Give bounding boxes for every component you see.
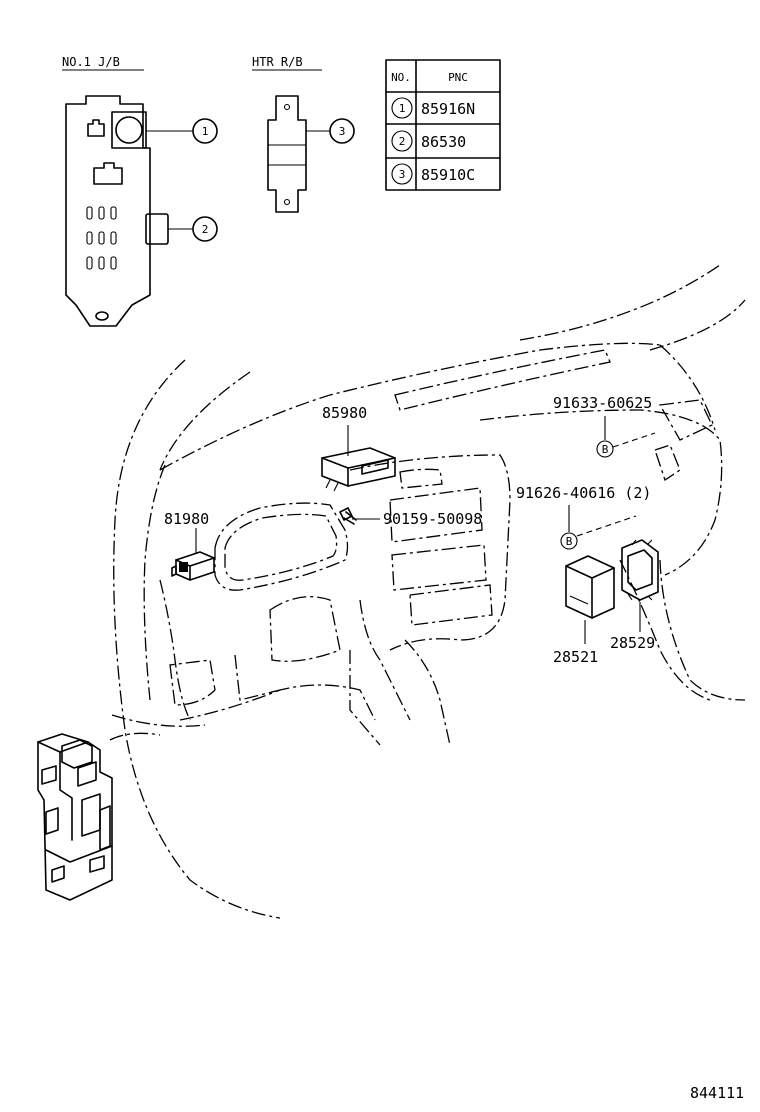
pnc-row-2-code: 86530 (421, 133, 466, 151)
junction-block-installed (37, 733, 113, 901)
hrb-header: HTR R/B (252, 55, 303, 69)
pnc-row-1-no: 1 (399, 102, 406, 115)
marker-b-lower (560, 532, 578, 550)
figure-number: 844111 (690, 1084, 744, 1102)
jb-relay-socket-1 (111, 111, 147, 149)
callout-3 (329, 118, 355, 144)
label-90159-50098: 90159-50098 (383, 510, 482, 528)
callout-2-number: 2 (202, 223, 209, 236)
part-85980-module (321, 425, 396, 492)
pnc-table: NO. PNC 1 85916N 2 86530 3 85910C (385, 59, 501, 191)
pnc-table-pnc-header: PNC (448, 71, 468, 84)
leader-b-upper (612, 432, 656, 448)
pnc-table-no-header: NO. (391, 71, 411, 84)
pnc-row-2-marker (391, 130, 413, 152)
pnc-row-3-no: 3 (399, 168, 406, 181)
jb-header: NO.1 J/B (62, 55, 120, 69)
pnc-row-1-code: 85916N (421, 100, 475, 118)
pnc-row-3-code: 85910C (421, 166, 475, 184)
label-28521: 28521 (553, 648, 598, 666)
callout-1 (192, 118, 218, 144)
junction-block-detail: NO.1 J/B 1 2 (62, 55, 218, 327)
part-81980-switch (171, 528, 215, 581)
dashboard-outline (109, 264, 746, 919)
heater-relay-block-detail: HTR R/B 3 (252, 55, 355, 213)
heater-relay-drawing (267, 95, 307, 213)
callout-3-number: 3 (339, 125, 346, 138)
pnc-row-1-marker (391, 97, 413, 119)
marker-b-lower-letter: B (566, 535, 573, 548)
label-91633-60625: 91633-60625 (553, 394, 652, 412)
part-90159-bolt (339, 507, 380, 525)
label-28529: 28529 (610, 634, 655, 652)
label-81980: 81980 (164, 510, 209, 528)
part-28529-bracket (621, 539, 659, 632)
marker-b-upper-letter: B (602, 443, 609, 456)
callout-2 (192, 216, 218, 242)
label-85980: 85980 (322, 404, 367, 422)
pnc-row-3-marker (391, 163, 413, 185)
leader-b-lower (576, 515, 637, 537)
callout-1-number: 1 (202, 125, 209, 138)
label-91626-40616: 91626-40616 (2) (516, 484, 651, 502)
jb-fuse-slots (86, 206, 117, 270)
part-28521-ecu (565, 555, 615, 644)
marker-b-upper (596, 440, 614, 458)
junction-block-drawing (65, 95, 169, 327)
pnc-row-2-no: 2 (399, 135, 406, 148)
